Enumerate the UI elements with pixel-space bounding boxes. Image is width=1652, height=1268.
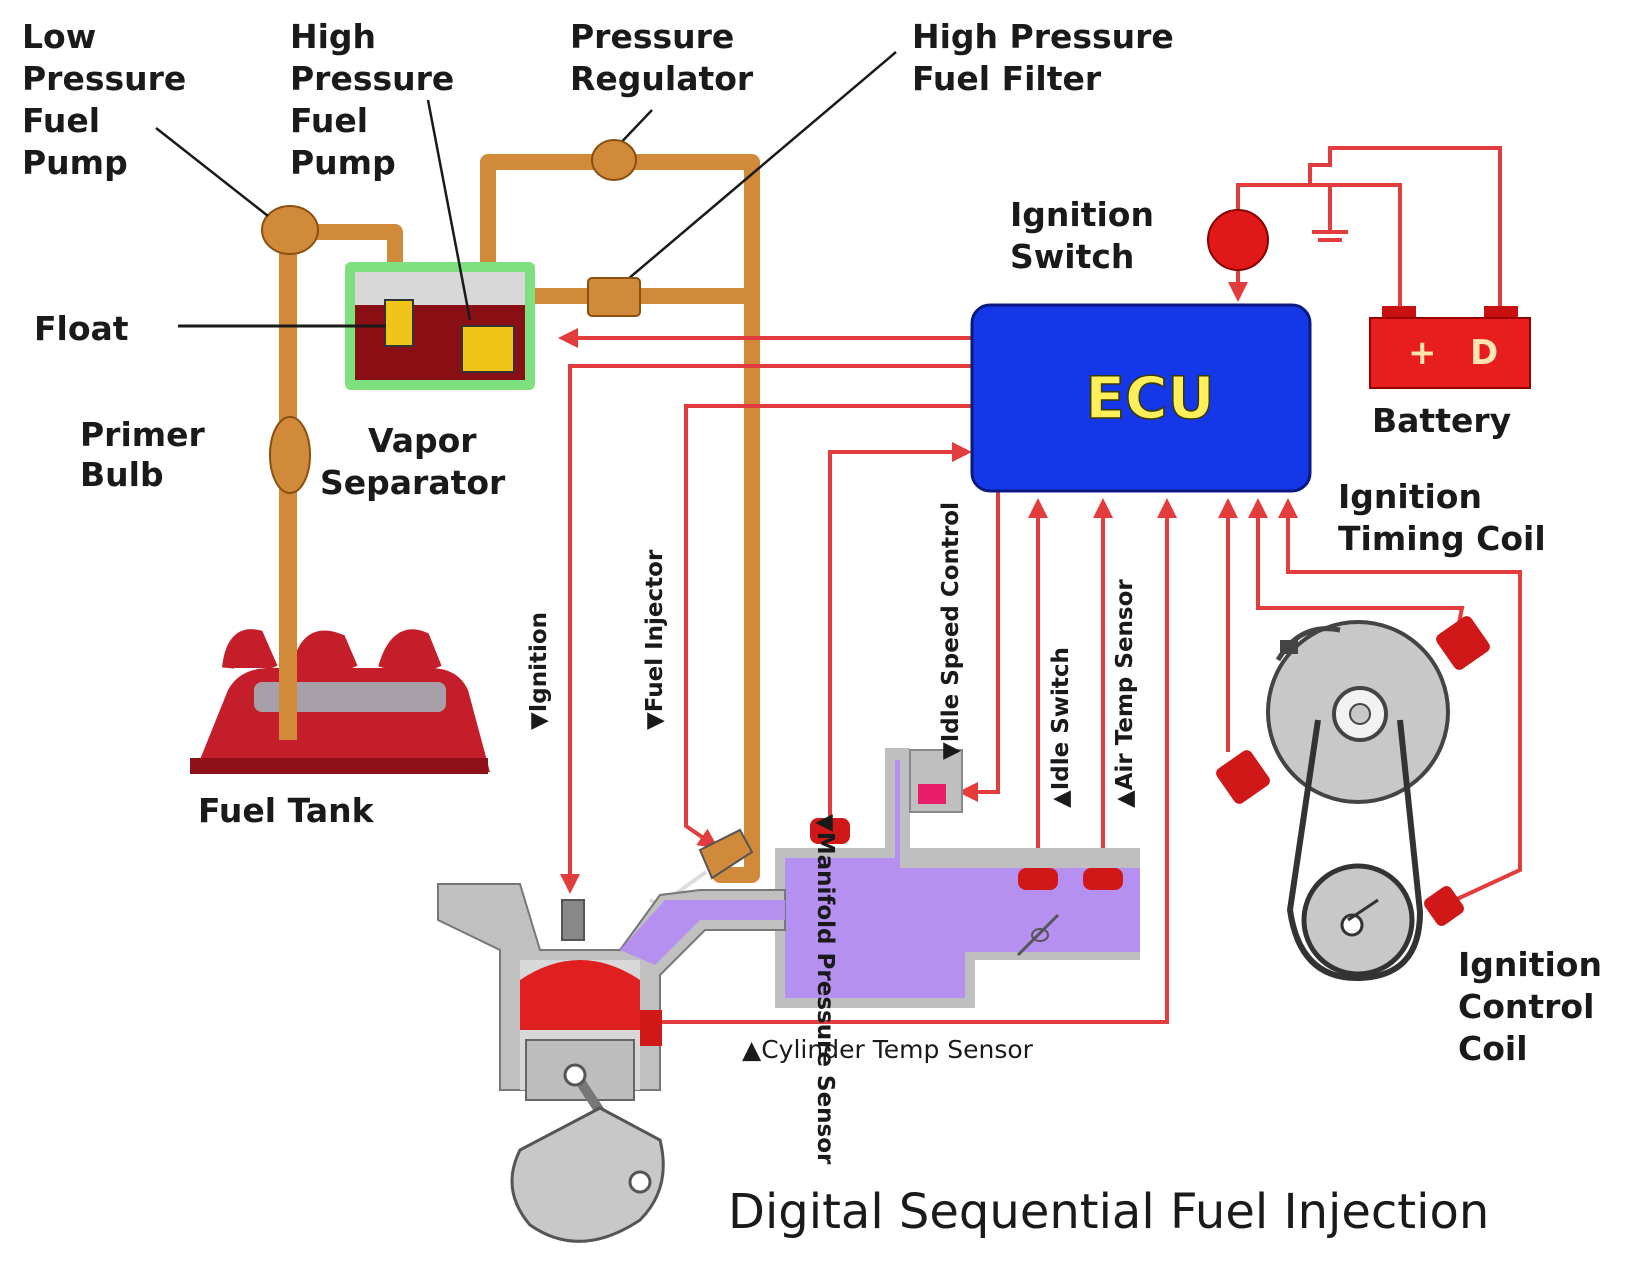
intake-port: [620, 900, 785, 965]
label-ignition-wire: ▼Ignition: [526, 612, 552, 730]
crank-pin: [628, 1170, 652, 1194]
label-fuel-tank: Fuel Tank: [198, 791, 375, 830]
ignition-assembly: [1216, 616, 1490, 982]
wrist-pin: [563, 1063, 587, 1087]
cylinder: [437, 883, 786, 1243]
wire-ground: [1308, 146, 1502, 312]
fuel-tank-window: [254, 682, 446, 712]
ecu-wires: [558, 146, 1522, 1024]
label-pressure-regulator: Pressure Regulator: [570, 17, 754, 98]
battery-terminal-neg: [1484, 306, 1518, 320]
wire-fuel-injector: [684, 404, 975, 849]
high-pressure-filter: [587, 277, 641, 317]
idle-switch-sensor: [1018, 868, 1058, 890]
wire-coil-upper: [1248, 498, 1465, 629]
battery-body: [1369, 317, 1531, 389]
label-high-pressure-filter: High Pressure Fuel Filter: [912, 17, 1185, 98]
battery-minus-label: D: [1470, 333, 1498, 373]
wire-manifold-pressure: [828, 442, 972, 820]
air-temp-sensor: [1083, 868, 1123, 890]
label-idle-switch-wire: ▲Idle Switch: [1048, 647, 1074, 808]
label-ignition-control-coil: Ignition Control Coil: [1458, 945, 1613, 1068]
cylinder-temp-sensor: [640, 1010, 662, 1046]
wire-cylinder-temp: [660, 498, 1177, 1024]
label-battery: Battery: [1372, 401, 1511, 440]
battery-terminal-pos: [1382, 306, 1416, 320]
ignition-coil-lower: [1424, 886, 1464, 926]
ignition-coil-left: [1216, 750, 1270, 804]
low-pressure-pump: [261, 205, 319, 255]
vapor-separator: [345, 262, 535, 390]
flywheel-cover-bracket: [1280, 640, 1298, 654]
labels: Low Pressure Fuel Pump High Pressure Fue…: [22, 17, 1613, 1240]
spark-plug: [561, 899, 585, 941]
ecu-box: [970, 303, 1312, 493]
label-ecu: ECU: [1085, 364, 1214, 432]
fuel-injector: [698, 828, 754, 880]
label-air-temp-wire: ▲Air Temp Sensor: [1112, 579, 1138, 808]
wire-coil-lower: [1278, 498, 1522, 902]
combustion-chamber: [520, 960, 640, 1030]
filter-pointer: [607, 51, 897, 297]
label-low-pressure-pump: Low Pressure Fuel Pump: [22, 17, 198, 182]
high-pump-pointer: [426, 99, 472, 321]
label-ignition-switch: Ignition Switch: [1010, 195, 1165, 276]
intake-body: [785, 760, 1140, 998]
label-high-pressure-pump: High Pressure Fuel Pump: [290, 17, 466, 182]
float-right: [461, 325, 515, 373]
primer-bulb: [269, 416, 311, 494]
timing-belt: [1286, 719, 1424, 982]
float-left: [384, 299, 414, 347]
pressure-regulator: [591, 139, 637, 181]
fuel-tank-handles: [222, 629, 442, 671]
wire-switch-to-battery: [1236, 183, 1402, 312]
diagram-title: Digital Sequential Fuel Injection: [728, 1184, 1489, 1240]
lower-pulley-mark: [1347, 898, 1379, 922]
ignition-coil-upper: [1436, 616, 1490, 670]
fuel-line-loop: [480, 154, 760, 883]
idle-speed-valve: [918, 784, 946, 804]
label-float: Float: [34, 309, 129, 348]
wire-ignition: [560, 364, 975, 894]
label-primer-bulb: Primer Bulb: [80, 415, 216, 494]
lower-pulley-hub: [1340, 913, 1364, 937]
battery-plus-label: +: [1408, 333, 1437, 373]
throttle-plate: [1016, 913, 1060, 957]
ignition-switch: [1207, 209, 1269, 271]
intake-manifold: [775, 748, 1140, 1008]
label-manifold-pressure-wire: ▼Manifold Pressure Sensor: [812, 814, 838, 1165]
throttle-pivot: [1031, 928, 1049, 942]
flywheel-hub: [1349, 703, 1371, 725]
fuel-tank: [190, 629, 490, 774]
fuel-tank-base: [190, 758, 488, 774]
label-fuel-injector-wire: ▼Fuel Injector: [642, 549, 668, 730]
crankshaft: [510, 1106, 665, 1243]
label-cylinder-temp-sensor: ▲Cylinder Temp Sensor: [742, 1035, 1034, 1064]
wire-idle-speed-control: [958, 490, 1000, 802]
battery: [1369, 306, 1531, 389]
low-pump-pointer: [155, 127, 269, 217]
manifold-pressure-sensor: [810, 818, 850, 844]
label-idle-speed-control-wire: ▼Idle Speed Control: [938, 502, 964, 760]
label-vapor-separator: Vapor Separator: [320, 421, 506, 502]
label-ignition-timing-coil: Ignition Timing Coil: [1338, 477, 1546, 558]
